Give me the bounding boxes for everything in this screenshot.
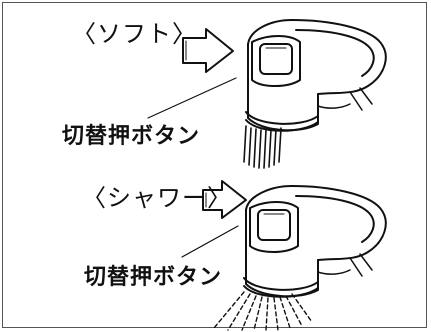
top-arrow-icon [182, 28, 234, 73]
top-mode-label: 〈ソフト〉 [72, 20, 197, 48]
top-button-label: 切替押ボタン [62, 124, 201, 149]
bottom-leader-line [181, 225, 239, 258]
bottom-mode-label: 〈シャワー〉 [82, 184, 232, 212]
top-shower-head-illustration [243, 19, 387, 169]
bottom-arrow-icon [202, 180, 247, 219]
bottom-shower-head-illustration [213, 185, 387, 331]
top-leader-line [147, 77, 237, 119]
bottom-button-label: 切替押ボタン [84, 265, 223, 290]
